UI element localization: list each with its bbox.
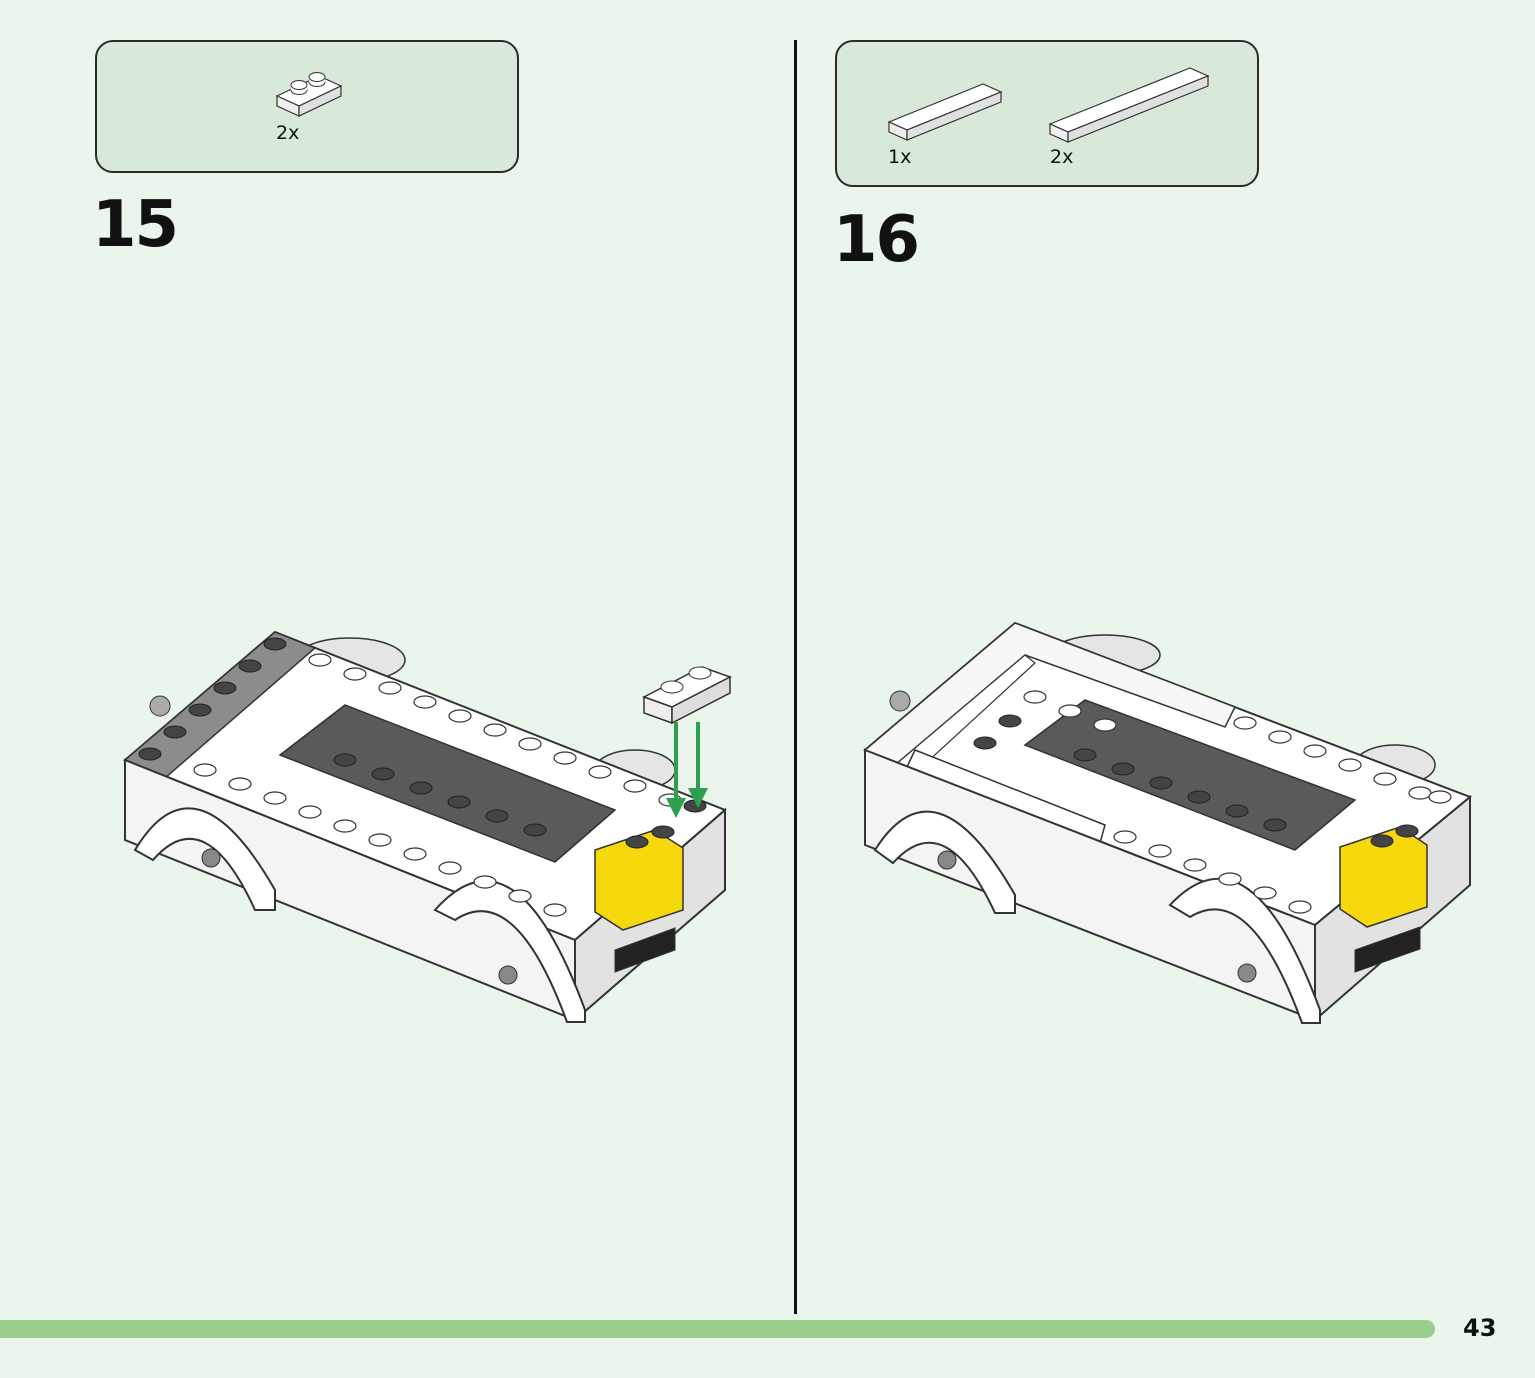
progress-bar: [0, 1320, 1435, 1338]
car-chassis-illustration: [123, 630, 727, 1023]
part-quantity: 1x: [888, 146, 912, 168]
step-number-15: 15: [92, 188, 179, 262]
plate-1x2-icon: [275, 72, 343, 117]
parts-callout-step-15: 2x: [95, 40, 519, 173]
part-quantity: 2x: [1050, 146, 1074, 168]
car-chassis-illustration: [863, 621, 1472, 1024]
step-number-16: 16: [833, 203, 920, 277]
placement-arrow-icon: [666, 722, 708, 818]
page-divider: [794, 40, 797, 1314]
parts-callout-step-16: 1x 2x: [835, 40, 1259, 187]
tile-1x4-icon: [887, 83, 1003, 141]
plate-1x2-placement: [642, 666, 732, 725]
tile-1x6-icon: [1048, 67, 1210, 143]
page-number: 43: [1463, 1314, 1497, 1342]
part-quantity: 2x: [276, 122, 300, 144]
